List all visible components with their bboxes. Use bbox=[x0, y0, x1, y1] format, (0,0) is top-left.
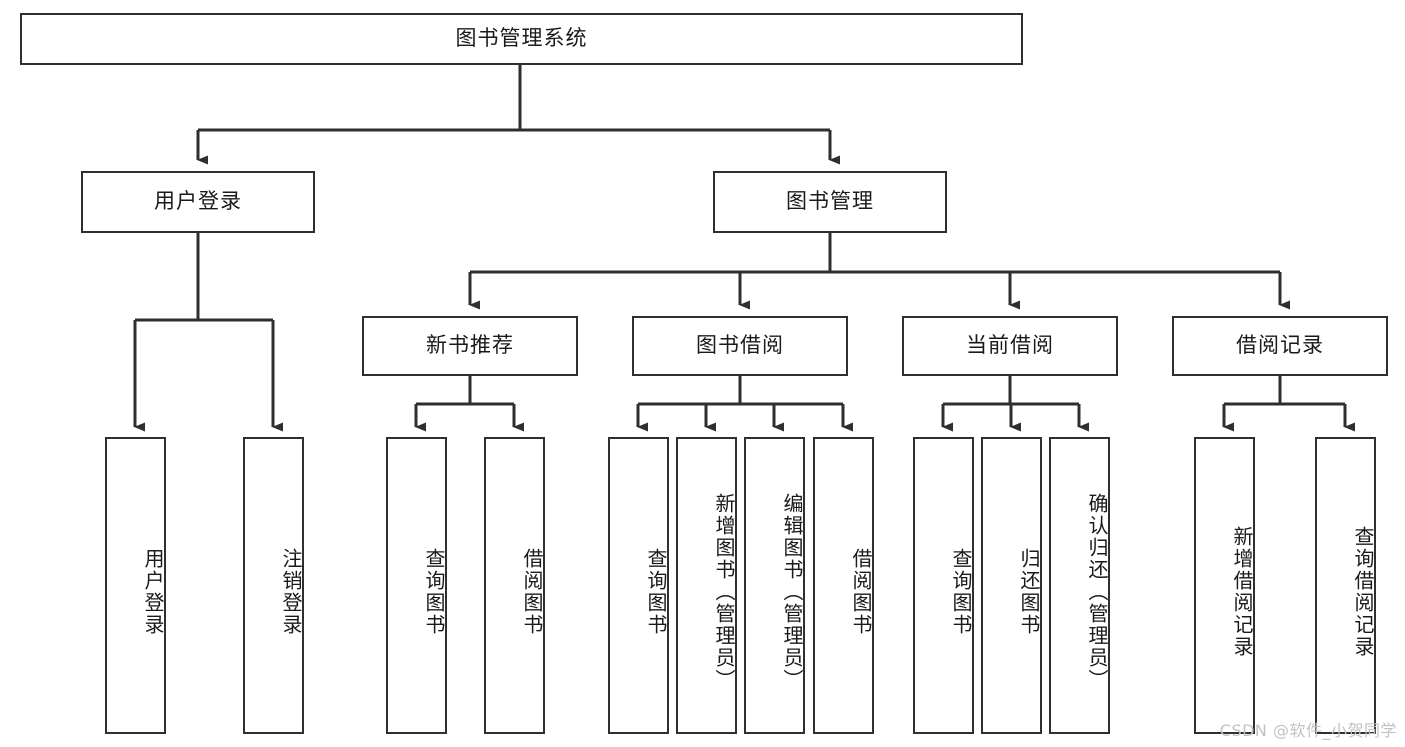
node-current-borrow-label: 当前借阅 bbox=[966, 333, 1054, 358]
leaf-user-login-label: 用户登录 bbox=[141, 547, 165, 636]
leaf-borrow-book-1-label: 借阅图书 bbox=[520, 547, 544, 636]
leaf-borrow-book-2-label: 借阅图书 bbox=[849, 547, 873, 636]
leaf-logout-login[interactable]: 注销登录 bbox=[243, 437, 304, 734]
leaf-confirm-return-admin[interactable]: 确认归还（管理员） bbox=[1049, 437, 1110, 734]
node-root[interactable]: 图书管理系统 bbox=[20, 13, 1023, 65]
node-user-login[interactable]: 用户登录 bbox=[81, 171, 315, 233]
node-book-management[interactable]: 图书管理 bbox=[713, 171, 947, 233]
leaf-logout-login-label: 注销登录 bbox=[279, 547, 303, 636]
leaf-add-borrow-record[interactable]: 新增借阅记录 bbox=[1194, 437, 1255, 734]
leaf-borrow-book-2[interactable]: 借阅图书 bbox=[813, 437, 874, 734]
leaf-add-book-admin-label: 新增图书（管理员） bbox=[712, 492, 736, 691]
node-borrow-record-label: 借阅记录 bbox=[1236, 333, 1324, 358]
node-book-management-label: 图书管理 bbox=[786, 189, 874, 214]
leaf-edit-book-admin[interactable]: 编辑图书（管理员） bbox=[744, 437, 805, 734]
node-book-borrow[interactable]: 图书借阅 bbox=[632, 316, 848, 376]
node-borrow-record[interactable]: 借阅记录 bbox=[1172, 316, 1388, 376]
csdn-watermark: CSDN @软件_小贺同学 bbox=[1219, 721, 1397, 740]
leaf-return-book-label: 归还图书 bbox=[1017, 547, 1041, 636]
node-new-book-recommend-label: 新书推荐 bbox=[426, 333, 514, 358]
node-new-book-recommend[interactable]: 新书推荐 bbox=[362, 316, 578, 376]
leaf-add-borrow-record-label: 新增借阅记录 bbox=[1230, 525, 1254, 658]
leaf-add-book-admin[interactable]: 新增图书（管理员） bbox=[676, 437, 737, 734]
leaf-borrow-book-1[interactable]: 借阅图书 bbox=[484, 437, 545, 734]
leaf-return-book[interactable]: 归还图书 bbox=[981, 437, 1042, 734]
leaf-query-book-2-label: 查询图书 bbox=[644, 547, 668, 636]
node-user-login-label: 用户登录 bbox=[154, 189, 242, 214]
leaf-confirm-return-admin-label: 确认归还（管理员） bbox=[1085, 492, 1109, 691]
leaf-query-book-2[interactable]: 查询图书 bbox=[608, 437, 669, 734]
leaf-user-login[interactable]: 用户登录 bbox=[105, 437, 166, 734]
node-root-label: 图书管理系统 bbox=[455, 26, 588, 51]
leaf-query-book-3-label: 查询图书 bbox=[949, 547, 973, 636]
leaf-query-book-3[interactable]: 查询图书 bbox=[913, 437, 974, 734]
leaf-query-book-1-label: 查询图书 bbox=[422, 547, 446, 636]
leaf-query-borrow-record-label: 查询借阅记录 bbox=[1351, 525, 1375, 658]
leaf-query-book-1[interactable]: 查询图书 bbox=[386, 437, 447, 734]
node-current-borrow[interactable]: 当前借阅 bbox=[902, 316, 1118, 376]
leaf-edit-book-admin-label: 编辑图书（管理员） bbox=[780, 492, 804, 691]
leaf-query-borrow-record[interactable]: 查询借阅记录 bbox=[1315, 437, 1376, 734]
node-book-borrow-label: 图书借阅 bbox=[696, 333, 784, 358]
